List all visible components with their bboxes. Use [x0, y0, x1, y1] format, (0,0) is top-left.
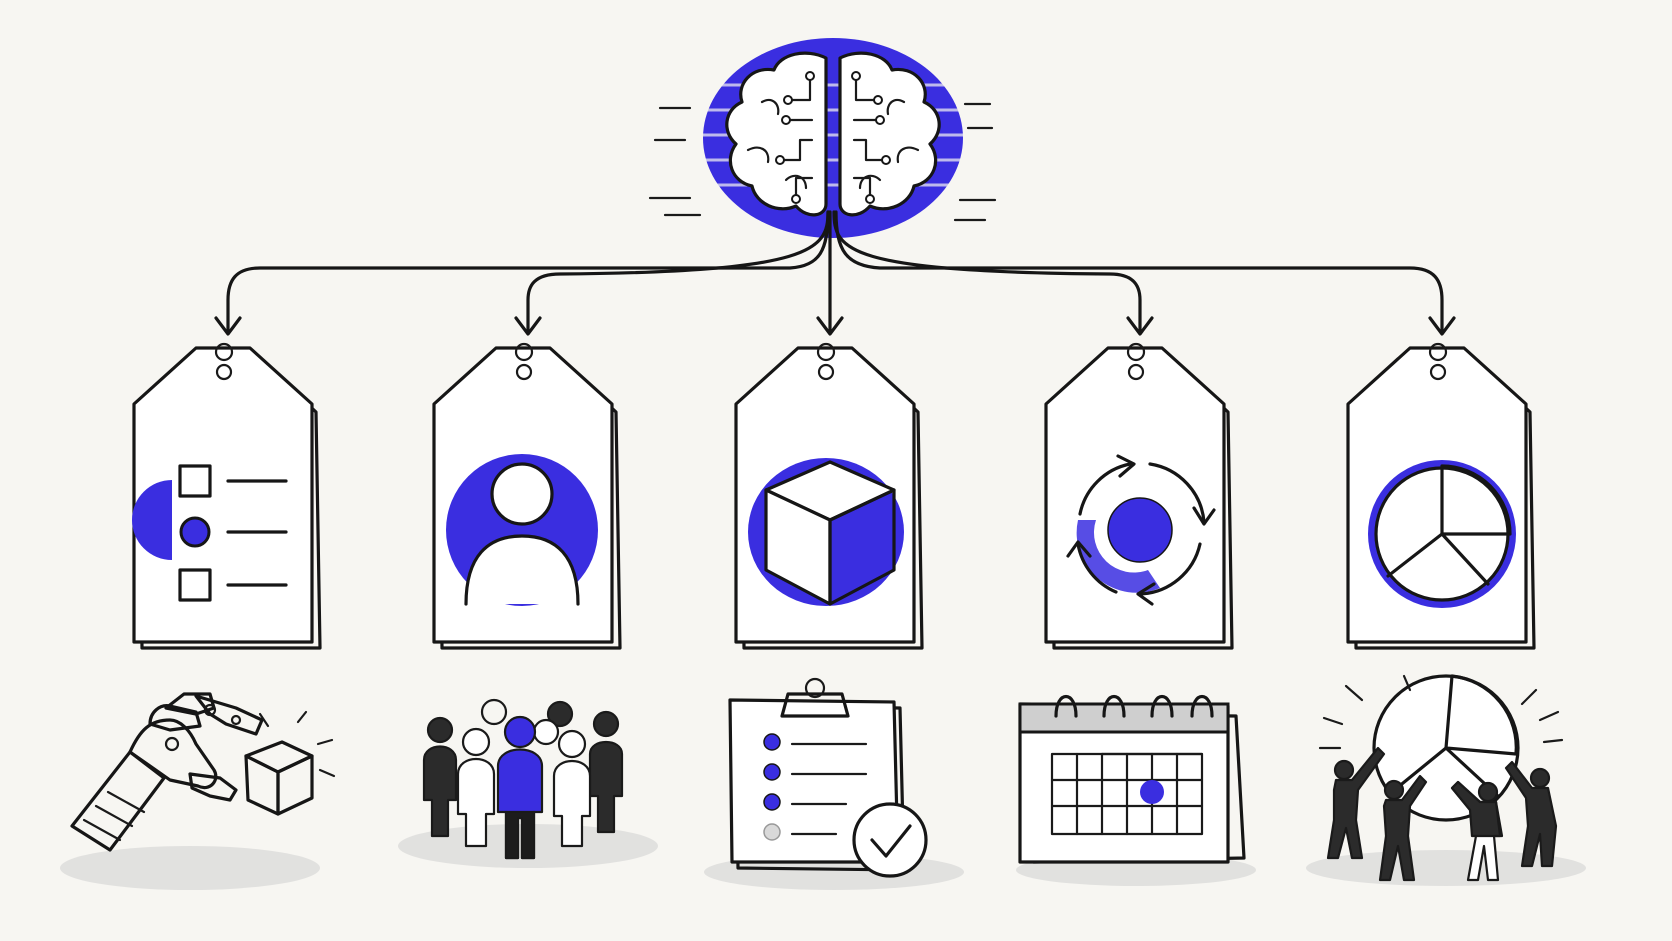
robot-hand-holding-cube-icon [60, 692, 336, 890]
cycle-arrows-icon [1066, 454, 1216, 606]
hub-connector-lines [226, 210, 1444, 332]
tag-cycle [1044, 342, 1234, 650]
tag-cube [734, 342, 924, 650]
calendar-grid [1050, 752, 1204, 836]
user-profile-icon [446, 454, 598, 606]
clipboard-items [763, 733, 868, 841]
arrowheads [214, 316, 1456, 336]
calendar-icon [1016, 695, 1256, 886]
tag-pie-chart [1346, 342, 1536, 650]
cube-icon [748, 458, 904, 606]
brain-circuit-icon [648, 38, 997, 238]
pie-chart-icon [1368, 460, 1516, 608]
checklist-icon [132, 464, 288, 602]
tag-checklist [132, 342, 322, 650]
clipboard-checklist-icon [704, 677, 964, 890]
team-lifting-pie-chart-icon [1306, 674, 1586, 886]
tag-user-profile [432, 342, 622, 650]
crowd-of-people-icon [398, 698, 658, 868]
